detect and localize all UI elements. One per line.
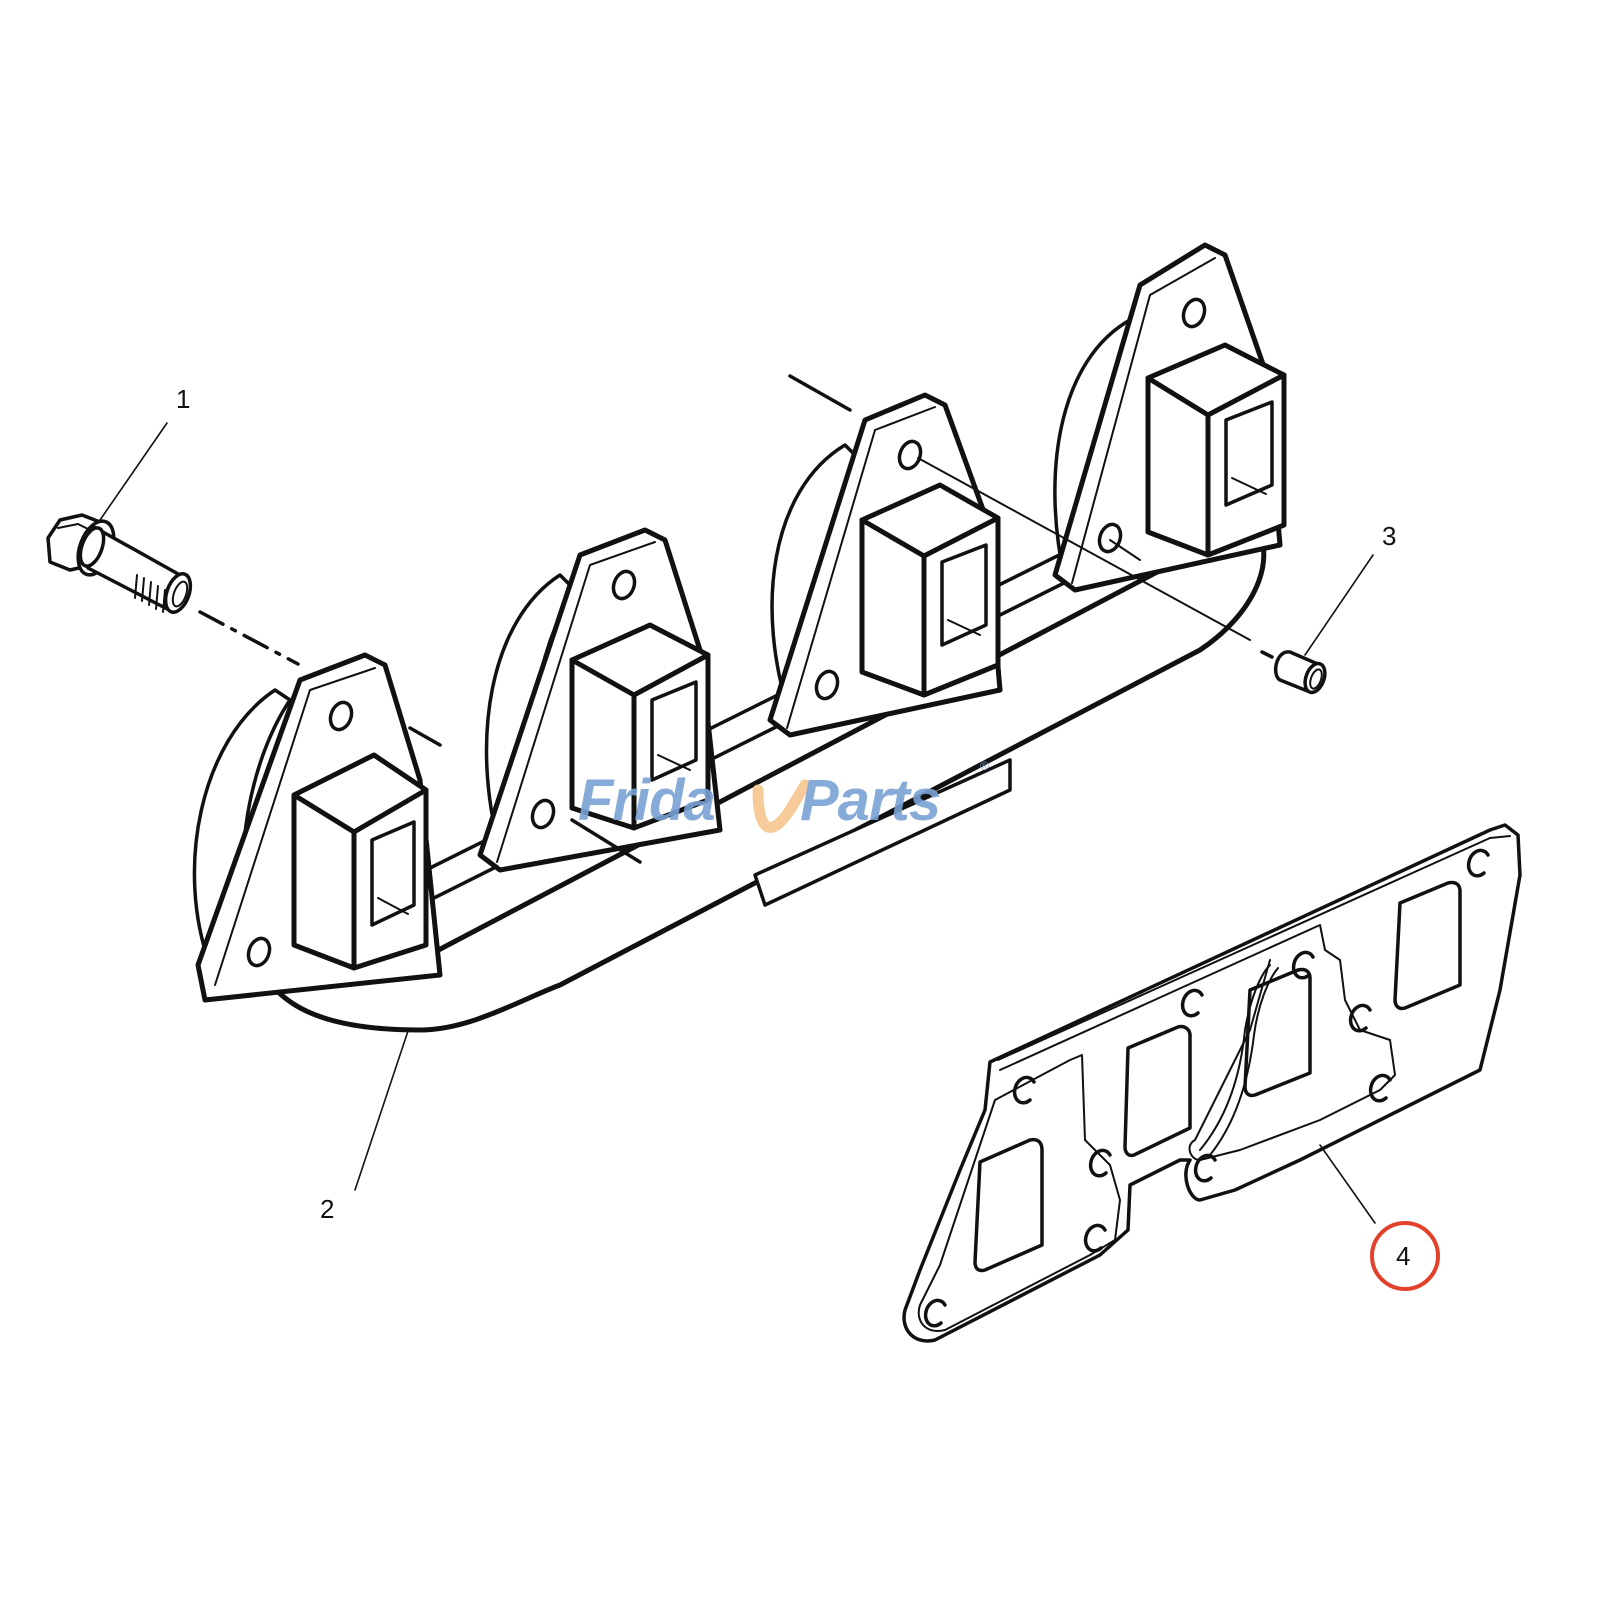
callouts: 1 2 3 4: [99, 384, 1440, 1291]
gasket-part: [902, 823, 1522, 1343]
callout-label-2: 2: [320, 1194, 334, 1224]
watermark-logo: Frida Parts ®: [578, 759, 989, 833]
spacer-sleeve-part: [1260, 650, 1327, 695]
bolt-part: [46, 513, 300, 666]
callout-label-3: 3: [1382, 521, 1396, 551]
highlight-circle: [1370, 1221, 1440, 1291]
watermark-text-left: Frida: [578, 768, 715, 833]
watermark-check-icon: [752, 779, 811, 833]
exhaust-manifold-part: [192, 242, 1287, 1033]
watermark-text-right: Parts: [800, 768, 940, 833]
registered-mark: ®: [980, 759, 989, 773]
callout-label-4: 4: [1396, 1241, 1410, 1271]
callout-label-1: 1: [176, 384, 190, 414]
